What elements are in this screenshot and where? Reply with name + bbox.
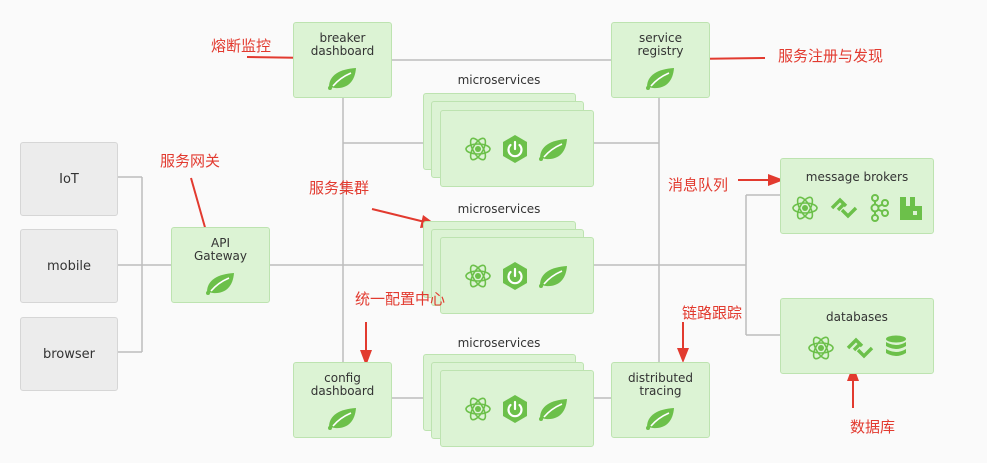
client-mobile: mobile bbox=[20, 229, 118, 303]
microservices-title-top: microservices bbox=[457, 73, 541, 87]
config-dashboard-label: config dashboard bbox=[310, 371, 375, 398]
client-mobile-label: mobile bbox=[46, 258, 92, 274]
chain-link-icon bbox=[844, 334, 876, 362]
atom-icon bbox=[463, 261, 493, 291]
microservice-card bbox=[440, 110, 594, 187]
microservices-title-bottom: microservices bbox=[457, 336, 541, 350]
distributed-tracing-label: distributed tracing bbox=[627, 371, 694, 398]
power-icon bbox=[501, 134, 529, 164]
power-icon bbox=[501, 261, 529, 291]
atom-icon bbox=[463, 394, 493, 424]
spring-leaf-icon bbox=[537, 263, 571, 289]
databases-box: databases bbox=[780, 298, 934, 374]
atom-icon bbox=[463, 134, 493, 164]
spring-leaf-icon bbox=[644, 405, 678, 431]
client-browser-label: browser bbox=[42, 346, 95, 362]
distributed-tracing-box: distributed tracing bbox=[611, 362, 710, 438]
client-iot: IoT bbox=[20, 142, 118, 216]
message-brokers-title: message brokers bbox=[805, 170, 909, 184]
spring-leaf-icon bbox=[204, 270, 238, 296]
api-gateway-label: API Gateway bbox=[193, 236, 247, 263]
spring-leaf-icon bbox=[326, 65, 360, 91]
microservice-card bbox=[440, 237, 594, 314]
annotation-database: 数据库 bbox=[850, 418, 896, 436]
breaker-dashboard-label: breaker dashboard bbox=[310, 31, 375, 58]
spring-leaf-icon bbox=[537, 396, 571, 422]
spring-leaf-icon bbox=[326, 405, 360, 431]
rabbitmq-icon bbox=[898, 194, 924, 222]
spring-leaf-icon bbox=[537, 136, 571, 162]
power-icon bbox=[501, 394, 529, 424]
client-browser: browser bbox=[20, 317, 118, 391]
annotation-tracing: 链路跟踪 bbox=[682, 304, 743, 322]
chain-link-icon bbox=[828, 194, 860, 222]
database-stack-icon bbox=[884, 334, 908, 362]
spring-leaf-icon bbox=[644, 65, 678, 91]
annotation-config: 统一配置中心 bbox=[355, 290, 446, 308]
annotation-registry: 服务注册与发现 bbox=[778, 47, 884, 65]
client-iot-label: IoT bbox=[59, 171, 79, 187]
api-gateway-box: API Gateway bbox=[171, 227, 270, 303]
service-registry-box: service registry bbox=[611, 22, 710, 98]
kafka-icon bbox=[868, 193, 890, 223]
microservice-card bbox=[440, 370, 594, 447]
config-dashboard-box: config dashboard bbox=[293, 362, 392, 438]
microservices-title-middle: microservices bbox=[457, 202, 541, 216]
annotation-breaker: 熔断监控 bbox=[211, 37, 272, 55]
annotation-cluster: 服务集群 bbox=[309, 179, 370, 197]
atom-icon bbox=[790, 193, 820, 223]
databases-title: databases bbox=[826, 310, 888, 324]
atom-icon bbox=[806, 333, 836, 363]
breaker-dashboard-box: breaker dashboard bbox=[293, 22, 392, 98]
message-brokers-box: message brokers bbox=[780, 158, 934, 234]
service-registry-label: service registry bbox=[637, 31, 684, 58]
annotation-queue: 消息队列 bbox=[668, 176, 729, 194]
annotation-gateway: 服务网关 bbox=[160, 152, 221, 170]
